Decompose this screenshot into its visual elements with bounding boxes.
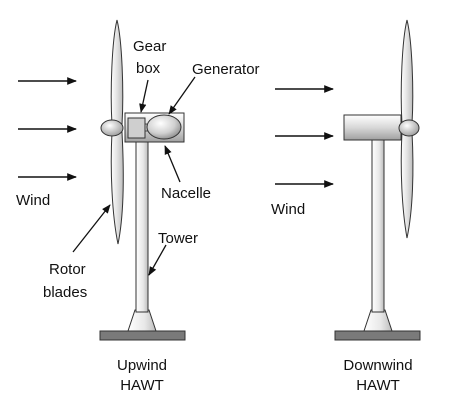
- upwind-hub: [100, 119, 124, 137]
- label-nacelle: Nacelle: [161, 185, 211, 202]
- label-wind-right: Wind: [271, 201, 305, 218]
- upwind-turbine: [99, 19, 186, 341]
- caption-downwind: Downwind: [343, 357, 412, 374]
- label-box: box: [136, 60, 161, 77]
- tower-pointer: [148, 244, 167, 276]
- downwind-base-plate: [334, 330, 421, 341]
- gearbox-pointer: [139, 79, 149, 113]
- downwind-turbine: [334, 19, 421, 341]
- upwind-blade-bottom: [110, 131, 124, 245]
- downwind-blade-top: [400, 19, 414, 125]
- label-wind-left: Wind: [16, 192, 50, 209]
- downwind-blade-bottom: [400, 131, 414, 239]
- caption-upwind: Upwind: [117, 357, 167, 374]
- nacelle-pointer: [164, 145, 181, 183]
- upwind-blade-top: [110, 19, 124, 126]
- downwind-nacelle: [343, 114, 402, 141]
- upwind-base-cone: [127, 309, 157, 332]
- caption-downwind-hawt: HAWT: [356, 377, 400, 394]
- downwind-hub: [398, 119, 420, 137]
- upwind-tower: [135, 133, 149, 313]
- label-tower: Tower: [158, 230, 198, 247]
- gearbox: [127, 117, 146, 139]
- label-rotor: Rotor: [49, 261, 86, 278]
- caption-upwind-hawt: HAWT: [120, 377, 164, 394]
- label-blades: blades: [43, 284, 87, 301]
- generator: [146, 114, 182, 140]
- downwind-tower: [371, 136, 385, 313]
- downwind-base-cone: [363, 309, 393, 332]
- rotor-blades-pointer: [72, 204, 111, 253]
- label-gear: Gear: [133, 38, 166, 55]
- upwind-wind-arrows: [18, 77, 77, 181]
- upwind-leader-lines: [72, 76, 196, 276]
- generator-pointer: [168, 76, 196, 115]
- upwind-base-plate: [99, 330, 186, 341]
- label-generator: Generator: [192, 61, 260, 78]
- downwind-wind-arrows: [275, 85, 334, 188]
